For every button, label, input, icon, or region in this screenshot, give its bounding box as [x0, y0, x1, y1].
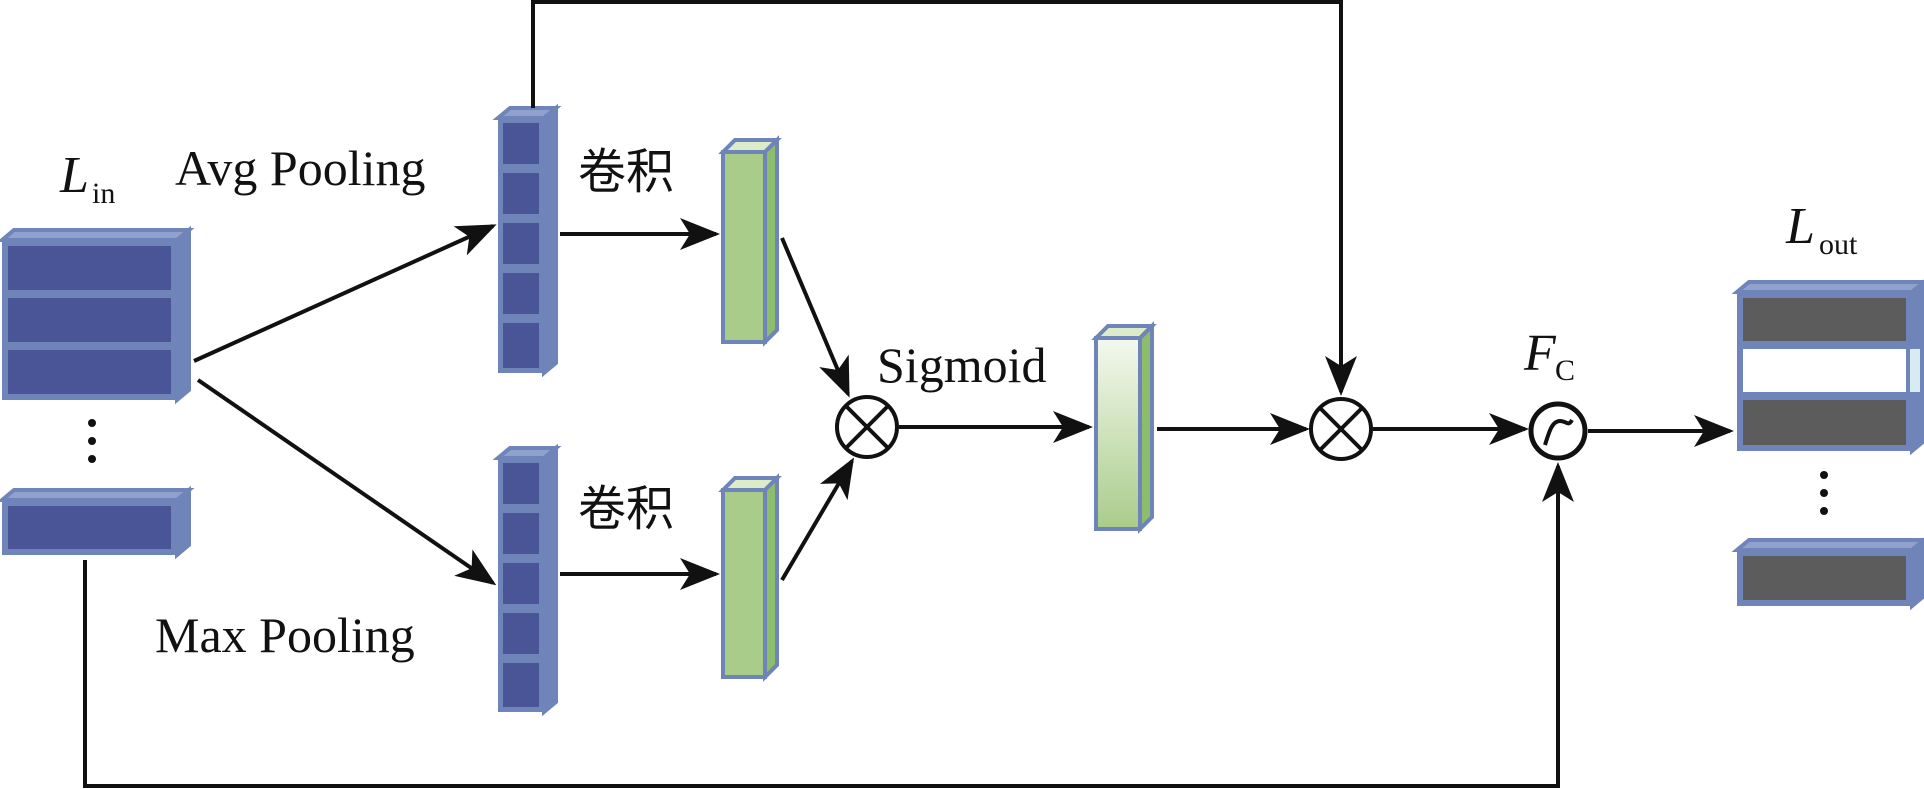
avg-pooling-vector — [492, 103, 562, 378]
input-feature-last-row — [0, 485, 195, 560]
max-pooling-vector — [492, 443, 562, 717]
input-vertical-dots — [88, 419, 96, 463]
residual-connection-input-to-fusion — [83, 462, 1574, 788]
svg-text:F: F — [1523, 325, 1557, 382]
arrow-conv-top-to-multiply — [780, 237, 850, 398]
svg-text:in: in — [92, 177, 115, 210]
svg-text:L: L — [1785, 198, 1815, 255]
conv-output-top — [718, 135, 782, 347]
sigmoid-label: Sigmoid — [877, 337, 1046, 393]
input-feature-stack — [0, 225, 195, 405]
skip-connection-avg-to-multiply — [531, 0, 1357, 396]
fusion-node — [1528, 401, 1588, 461]
arrow-conv-bottom-to-multiply — [780, 457, 855, 582]
sigmoid-attention-bar — [1091, 321, 1157, 534]
multiply-node-1 — [835, 395, 899, 459]
l-in-label: L in — [59, 147, 115, 210]
output-vertical-dots — [1820, 471, 1828, 515]
multiply-node-2 — [1309, 397, 1373, 461]
l-out-label: L out — [1785, 198, 1858, 261]
output-feature-stack — [1731, 279, 1924, 456]
arrow-input-to-max — [196, 378, 497, 586]
svg-text:L: L — [59, 147, 89, 204]
conv-label-top: 卷积 — [578, 144, 674, 200]
conv-label-bottom: 卷积 — [578, 481, 674, 537]
conv-output-bottom — [718, 473, 782, 682]
fc-label: F C — [1523, 325, 1575, 387]
svg-text:out: out — [1819, 228, 1858, 261]
avg-pooling-label: Avg Pooling — [175, 140, 426, 196]
arrow-input-to-avg — [193, 224, 497, 363]
svg-text:C: C — [1555, 354, 1575, 387]
output-feature-last-row — [1731, 537, 1924, 611]
max-pooling-label: Max Pooling — [155, 607, 415, 663]
